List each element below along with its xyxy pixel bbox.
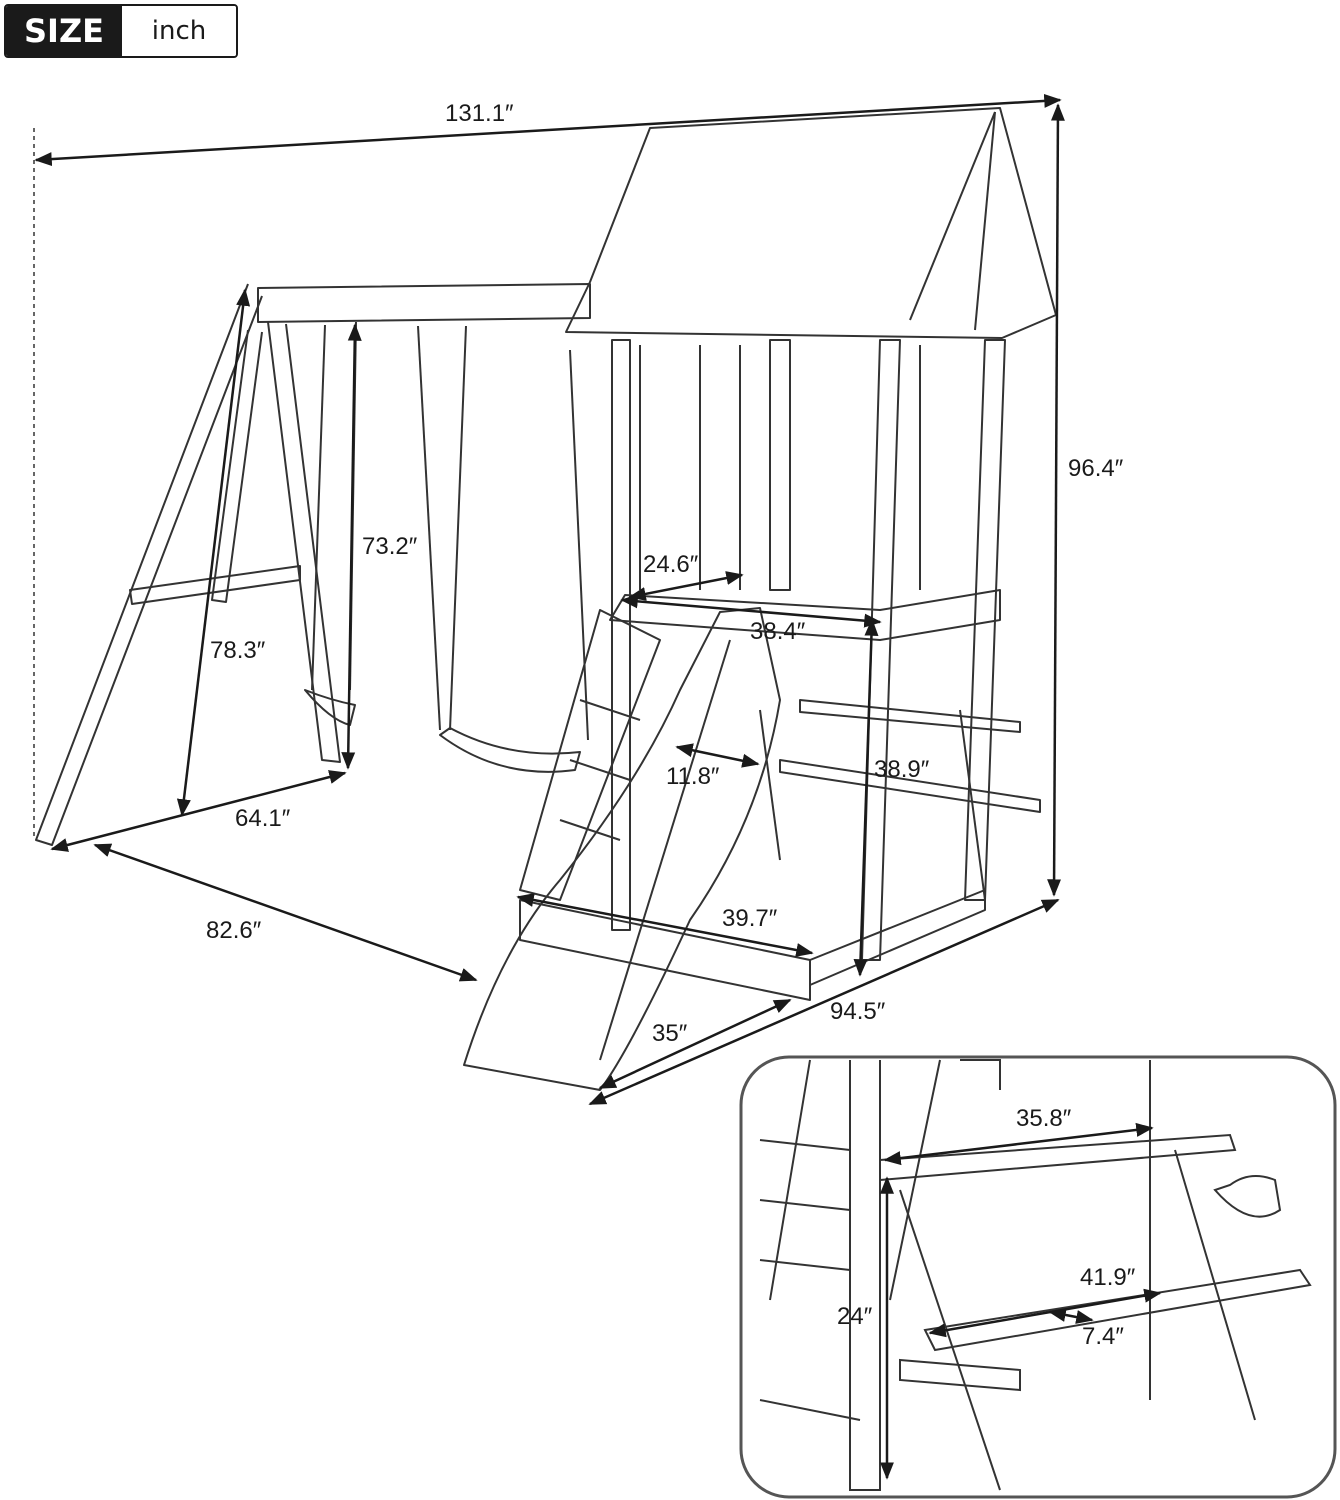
overall-width-label: 131.1″	[445, 100, 514, 127]
table-height-label: 24″	[837, 1303, 873, 1330]
swing-frame-height-label: 78.3″	[210, 637, 266, 664]
dimension-arrows	[34, 93, 1065, 1106]
inset-detail-drawing	[739, 1055, 1337, 1499]
deck-depth-label: 24.6″	[643, 551, 699, 578]
slide-length-label: 39.7″	[722, 905, 778, 932]
size-label: SIZE	[6, 6, 122, 56]
bench-length-label: 41.9″	[1080, 1264, 1136, 1291]
unit-label: inch	[122, 6, 236, 56]
tower-base-label: 94.5″	[830, 998, 886, 1025]
slide-width-label: 11.8″	[666, 763, 720, 790]
bench-width-label: 7.4″	[1082, 1323, 1124, 1350]
swing-height-label: 73.2″	[362, 533, 418, 560]
playset-outline	[33, 107, 1057, 1091]
slide-base-label: 35″	[652, 1020, 688, 1047]
size-badge: SIZE inch	[4, 4, 238, 58]
deck-height-label: 38.9″	[874, 756, 930, 783]
swing-base-length-label: 82.6″	[206, 917, 262, 944]
table-length-label: 35.8″	[1016, 1105, 1072, 1132]
overall-height-label: 96.4″	[1068, 455, 1124, 482]
swing-frame-base-label: 64.1″	[235, 805, 291, 832]
deck-width-label: 38.4″	[750, 618, 806, 645]
